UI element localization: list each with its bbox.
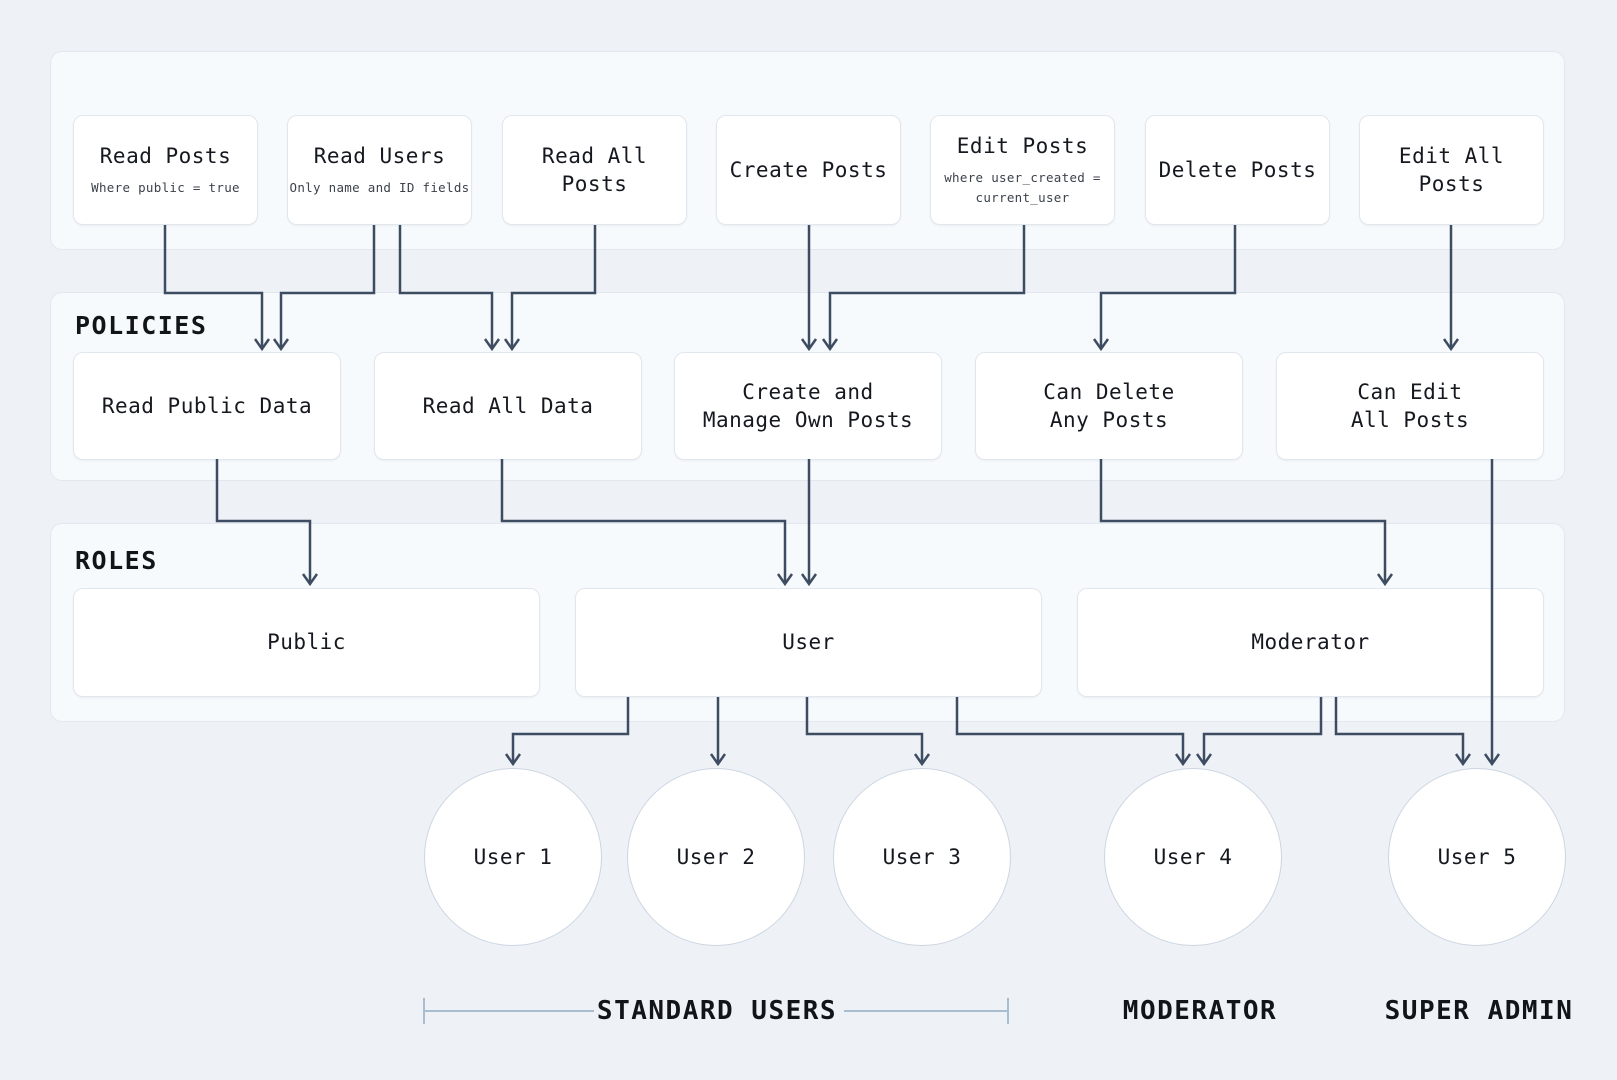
policy-read-all-data: Read All Data <box>374 352 642 460</box>
user-circle-1: User 1 <box>424 768 602 946</box>
user-circle-label: User 3 <box>882 845 962 869</box>
node-label: Edit All Posts <box>1398 143 1505 196</box>
node-label-line-1: Can Edit <box>1357 379 1463 404</box>
user-circle-label: User 2 <box>676 845 756 869</box>
node-label: Read Public Data <box>101 393 313 418</box>
permission-create-posts: Create Posts <box>716 115 901 225</box>
node-label: Create Posts <box>729 157 888 182</box>
permission-delete-posts: Delete Posts <box>1145 115 1330 225</box>
permission-edit-posts: Edit Posts where user_created = current_u… <box>930 115 1115 225</box>
node-label: Public <box>267 630 346 655</box>
node-label-line-2: Manage Own Posts <box>702 408 914 432</box>
node-label: Read All Data <box>422 393 594 418</box>
user-circle-5: User 5 <box>1388 768 1566 946</box>
user-circle-2: User 2 <box>627 768 805 946</box>
node-label: Read Posts <box>99 144 232 169</box>
node-sublabel: Where public = true <box>91 179 240 195</box>
policies-title: POLICIES <box>75 311 208 340</box>
node-label-line-1: Can Delete <box>1043 379 1175 404</box>
node-sublabel: where user_created = current_user <box>944 168 1101 208</box>
permission-read-all-posts: Read All Posts <box>502 115 687 225</box>
node-label: Read Users <box>313 144 446 169</box>
node-label: User <box>782 630 835 655</box>
group-label-standard-users: STANDARD USERS <box>596 996 838 1026</box>
node-label-line-2: All Posts <box>1350 408 1470 432</box>
standard-users-bracket-left <box>423 998 594 1024</box>
group-label-moderator: MODERATOR <box>1122 996 1278 1026</box>
policy-read-public-data: Read Public Data <box>73 352 341 460</box>
node-label: Read All Posts <box>541 143 648 196</box>
node-sublabel-line-2: current_user <box>975 189 1070 205</box>
role-public: Public <box>73 588 540 697</box>
permission-edit-all-posts: Edit All Posts <box>1359 115 1544 225</box>
user-circle-4: User 4 <box>1104 768 1282 946</box>
node-label: Delete Posts <box>1158 157 1317 182</box>
roles-title: ROLES <box>75 546 158 575</box>
node-sublabel-line-1: where user_created = <box>944 169 1101 185</box>
user-circle-3: User 3 <box>833 768 1011 946</box>
role-moderator: Moderator <box>1077 588 1544 697</box>
node-label: Edit Posts <box>956 134 1089 159</box>
permission-read-users: Read Users Only name and ID fields <box>287 115 472 225</box>
node-label-line-2: Any Posts <box>1049 408 1169 432</box>
group-label-super-admin: SUPER ADMIN <box>1384 996 1574 1026</box>
user-circle-label: User 5 <box>1437 845 1517 869</box>
standard-users-bracket-right <box>844 998 1009 1024</box>
user-circle-label: User 4 <box>1153 845 1233 869</box>
permission-read-posts: Read Posts Where public = true <box>73 115 258 225</box>
user-circle-label: User 1 <box>473 845 553 869</box>
node-sublabel: Only name and ID fields <box>289 179 470 195</box>
node-label-line-1: Create and <box>742 379 874 404</box>
role-user: User <box>575 588 1042 697</box>
node-label: Moderator <box>1251 630 1370 655</box>
